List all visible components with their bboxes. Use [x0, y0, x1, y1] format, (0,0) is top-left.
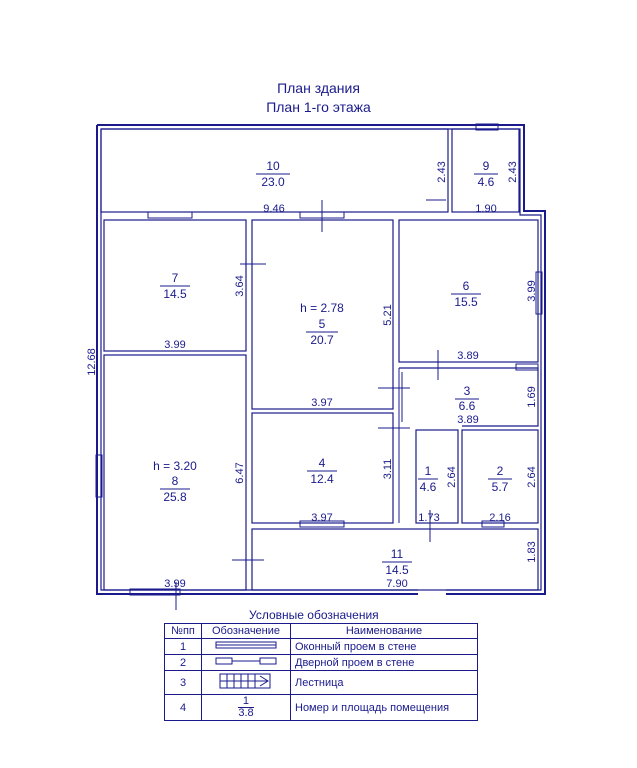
window-icon [215, 641, 277, 649]
legend-header-row: №пп Обозначение Наименование [164, 623, 478, 639]
legend-row-name: Дверной проем в стене [290, 654, 478, 671]
room-labels: 10 23.0 9 4.6 7 14.5 h = 2.78 5 20.7 6 1… [153, 159, 512, 577]
room-10-area: 23.0 [261, 175, 285, 189]
room-7-area: 14.5 [163, 287, 187, 301]
legend-title: Условные обозначения [249, 608, 379, 622]
room-9-outline [451, 128, 520, 213]
room-2-outline [461, 429, 539, 524]
legend-row-symbol [201, 638, 291, 655]
room-1-outline [415, 429, 459, 524]
dim-2-64b: 2.64 [526, 466, 538, 487]
room-2-number: 2 [497, 464, 504, 478]
room-1-area: 4.6 [420, 480, 437, 494]
legend-sample-number: 1 [238, 696, 254, 708]
dim-1-69: 1.69 [526, 386, 538, 407]
legend-row-name: Лестница [290, 670, 478, 695]
window-icon [481, 520, 505, 528]
room-11-number: 11 [391, 547, 404, 561]
dim-3-89a: 3.89 [457, 350, 478, 362]
room-7-outline [103, 219, 247, 352]
dim-1-83: 1.83 [526, 541, 538, 562]
window-icon [475, 123, 499, 131]
room-3-area: 6.6 [459, 399, 476, 413]
room-label-icon: 1 3.8 [238, 696, 254, 719]
legend-row: 4 1 3.8 Номер и площадь помещения [164, 694, 478, 721]
room-6-area: 15.5 [454, 295, 478, 309]
room-5-number: 5 [319, 317, 326, 331]
dim-2-64a: 2.64 [446, 466, 458, 487]
room-8-height: h = 3.20 [153, 459, 197, 473]
room-10-number: 10 [266, 159, 280, 173]
legend-row: 1 Оконный проем в стене [164, 638, 478, 655]
legend-row-num: 2 [164, 654, 202, 671]
room-2-area: 5.7 [492, 480, 509, 494]
dimension-labels: 9.46 1.90 2.43 2.43 3.64 5.21 3.99 3.99 … [86, 161, 538, 590]
window-icon [129, 588, 181, 596]
room-4-area: 12.4 [310, 472, 334, 486]
room-3-number: 3 [464, 384, 471, 398]
dim-9-46: 9.46 [263, 203, 284, 215]
legend-row-num: 3 [164, 670, 202, 695]
legend-row-name: Оконный проем в стене [290, 638, 478, 655]
room-11-area: 14.5 [385, 563, 409, 577]
room-3-outline [399, 367, 539, 427]
legend-header-name: Наименование [290, 623, 478, 639]
room-6-number: 6 [463, 279, 470, 293]
room-6-outline [398, 219, 539, 363]
window-icon [515, 363, 539, 371]
room-9-area: 4.6 [478, 175, 495, 189]
room-8-area: 25.8 [163, 490, 187, 504]
legend-row-num: 1 [164, 638, 202, 655]
room-5-height: h = 2.78 [300, 301, 344, 315]
window-icon [299, 520, 345, 528]
dim-12-68: 12.68 [86, 348, 98, 376]
legend-row-name: Номер и площадь помещения [290, 694, 478, 721]
window-icon [535, 271, 543, 315]
legend-row-symbol [201, 670, 291, 695]
room-4-number: 4 [319, 456, 326, 470]
window-icon [147, 211, 193, 219]
legend-row-num: 4 [164, 694, 202, 721]
dim-5-21: 5.21 [382, 304, 394, 325]
legend-row-symbol [201, 654, 291, 671]
dim-3-97a: 3.97 [311, 397, 332, 409]
legend-header-num: №пп [164, 623, 202, 639]
dim-1-73: 1.73 [418, 512, 439, 524]
dim-2-43a: 2.43 [436, 161, 448, 182]
room-7-number: 7 [172, 271, 179, 285]
legend-table: №пп Обозначение Наименование 1 Оконный п… [164, 623, 478, 721]
dim-3-99-room8: 3.99 [164, 578, 185, 590]
dim-3-64: 3.64 [234, 275, 246, 296]
dim-3-11: 3.11 [382, 459, 394, 480]
room-5-area: 20.7 [310, 333, 334, 347]
door-openings [175, 199, 446, 610]
legend-sample-area: 3.8 [238, 707, 254, 719]
dim-3-89b: 3.89 [457, 414, 478, 426]
dim-7-90: 7.90 [386, 578, 407, 590]
plan-subtitle: План 1-го этажа [266, 99, 371, 115]
dim-1-90: 1.90 [475, 203, 496, 215]
room-8-number: 8 [172, 474, 179, 488]
dim-3-99-room7: 3.99 [164, 339, 185, 351]
dim-6-47: 6.47 [234, 462, 246, 483]
room-8-outline [103, 354, 247, 591]
floor-plan: 10 23.0 9 4.6 7 14.5 h = 2.78 5 20.7 6 1… [86, 123, 546, 610]
stairs-icon [219, 673, 271, 689]
dim-3-97b: 3.97 [311, 512, 332, 524]
window-icon [95, 454, 103, 498]
legend-row-symbol: 1 3.8 [201, 694, 291, 721]
dim-3-99-right: 3.99 [526, 280, 538, 301]
legend-row: 3 Лестница [164, 670, 478, 695]
door-icon [215, 657, 277, 665]
dim-2-43b: 2.43 [507, 161, 519, 182]
legend-header-symbol: Обозначение [201, 623, 291, 639]
room-1-number: 1 [425, 464, 432, 478]
room-4-outline [251, 412, 394, 524]
legend-row: 2 Дверной проем в стене [164, 654, 478, 671]
plan-title: План здания [277, 80, 360, 96]
room-9-number: 9 [483, 159, 490, 173]
dim-2-16: 2.16 [489, 512, 510, 524]
room-10-outline [100, 128, 449, 213]
